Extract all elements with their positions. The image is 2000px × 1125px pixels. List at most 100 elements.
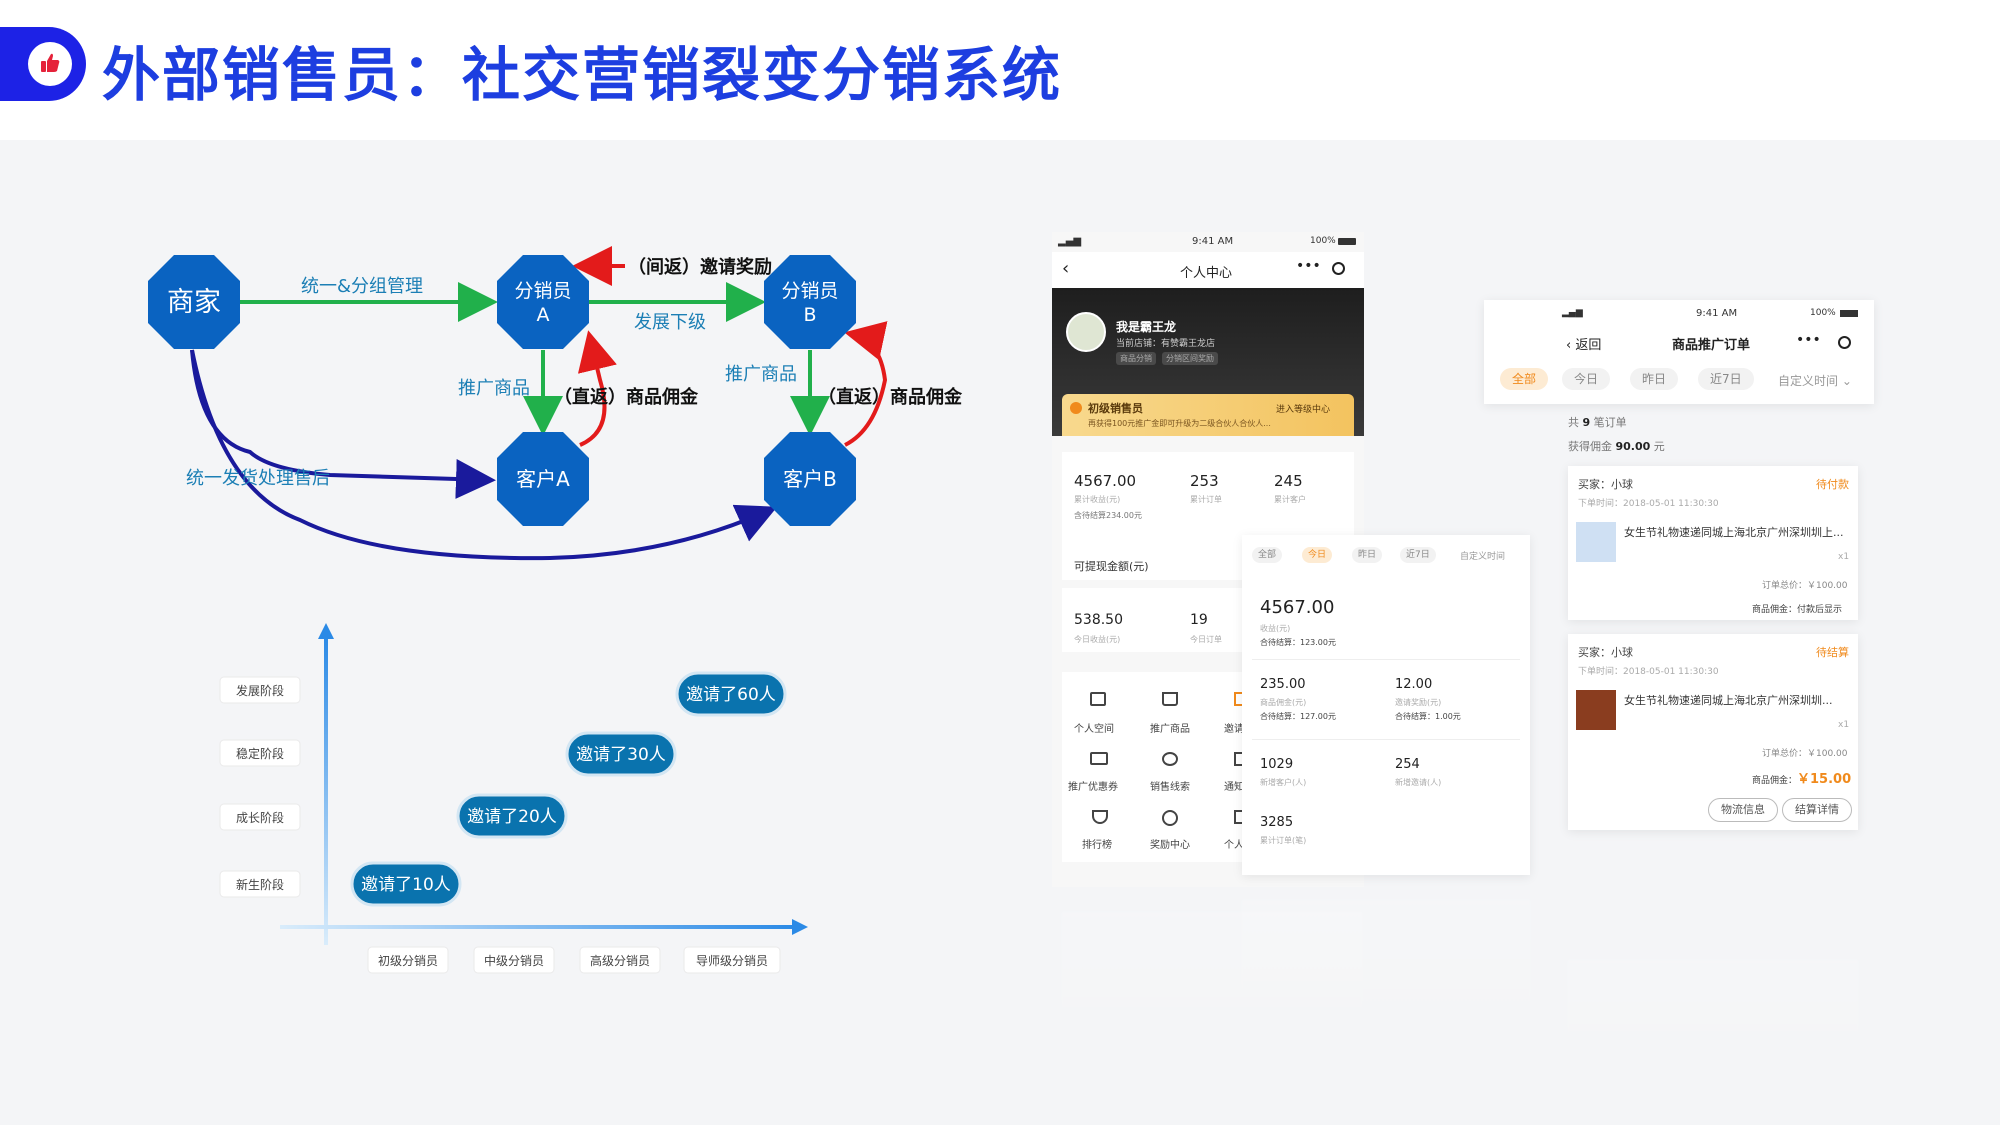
target-icon-2[interactable] xyxy=(1838,336,1851,349)
overlay-tab-custom[interactable]: 自定义时间 xyxy=(1460,552,1506,562)
svg-text:高级分销员: 高级分销员 xyxy=(590,953,650,968)
more-icon[interactable]: ••• xyxy=(1296,258,1321,274)
status-battery: 100% xyxy=(1310,236,1336,246)
earned-prefix: 获得佣金 xyxy=(1568,440,1612,453)
edge-commission-b xyxy=(844,321,888,447)
level-center-link[interactable]: 进入等级中心 xyxy=(1276,405,1331,415)
logistics-button[interactable]: 物流信息 xyxy=(1708,798,1778,822)
order2-commission-label: 商品佣金： xyxy=(1752,776,1798,786)
distribution-flow-diagram: 商家 分销员 A 分销员 B 客户A 客户B 统一&分组管理 发展下级 推广商品… xyxy=(148,246,963,561)
y-axis xyxy=(324,635,328,945)
menu-item-invite[interactable]: 邀请 xyxy=(1224,724,1244,735)
today-orders-value: 19 xyxy=(1190,612,1208,628)
svg-text:稳定阶段: 稳定阶段 xyxy=(236,746,284,761)
thumbs-up-icon xyxy=(41,53,60,72)
stat-orders-value: 253 xyxy=(1190,472,1219,490)
earned-value: 90.00 xyxy=(1615,440,1651,453)
level-desc: 再获得100元推广金即可升级为二级合伙人合伙人... xyxy=(1088,419,1271,428)
node-merchant-shape xyxy=(148,255,240,349)
order2-title[interactable]: 女生节礼物速递同城上海北京广州深圳圳... xyxy=(1624,694,1833,707)
label-promote-a: 推广商品 xyxy=(458,378,530,399)
y-label-develop: 发展阶段 xyxy=(219,676,301,704)
order2-thumb xyxy=(1576,690,1616,730)
overlay-commission-label: 商品佣金(元) xyxy=(1260,698,1307,707)
overlay-orders-value: 3285 xyxy=(1260,815,1294,830)
orders-tab-7days[interactable]: 近7日 xyxy=(1698,368,1754,390)
overlay-tab-all[interactable]: 全部 xyxy=(1252,547,1283,563)
stat-income-label: 累计收益(元) xyxy=(1074,495,1121,504)
menu-item-rank[interactable]: 排行榜 xyxy=(1082,840,1112,851)
y-axis-arrow xyxy=(318,623,334,639)
status-signal-2: ▂▄▆ xyxy=(1562,308,1583,318)
label-commission-a: （直返）商品佣金 xyxy=(554,386,699,408)
menu-item-reward[interactable]: 奖励中心 xyxy=(1150,840,1190,851)
badge-invite-60: 邀请了60人 xyxy=(675,671,787,717)
overlay-income-value: 4567.00 xyxy=(1260,597,1335,618)
menu-item-goods[interactable]: 推广商品 xyxy=(1150,724,1190,735)
menu-goods-icon xyxy=(1162,692,1178,706)
y-label-growth: 成长阶段 xyxy=(219,803,301,831)
today-income-value: 538.50 xyxy=(1074,612,1123,628)
order1-title[interactable]: 女生节礼物速递同城上海北京广州深圳圳上... xyxy=(1624,526,1844,539)
orders-tab-custom[interactable]: 自定义时间 ⌄ xyxy=(1778,374,1852,388)
nav-bar xyxy=(1052,252,1364,288)
avatar[interactable] xyxy=(1066,312,1106,352)
orders-count: 共 9 笔订单 xyxy=(1568,414,1627,430)
user-store: 当前店铺：有赞霸王龙店 xyxy=(1116,339,1216,349)
svg-text:邀请了20人: 邀请了20人 xyxy=(467,807,557,827)
more-icon-2[interactable]: ••• xyxy=(1796,332,1821,348)
user-tag-2: 分销区间奖励 xyxy=(1162,352,1218,365)
overlay-tab-7days[interactable]: 近7日 xyxy=(1400,547,1436,563)
status-time: 9:41 AM xyxy=(1192,236,1234,247)
overlay-newcust-label: 新增客户(人) xyxy=(1260,778,1307,787)
order2-qty: x1 xyxy=(1838,720,1850,730)
withdraw-label: 可提现金额(元) xyxy=(1074,560,1149,573)
stat-orders-label: 累计订单 xyxy=(1190,495,1222,504)
orders-tab-all[interactable]: 全部 xyxy=(1500,368,1549,390)
label-invite-reward: （间返）邀请奖励 xyxy=(628,256,772,278)
menu-item-space[interactable]: 个人空间 xyxy=(1074,724,1114,735)
menu-item-personal[interactable]: 个人 xyxy=(1224,840,1244,851)
overlay-income-panel: 全部 今日 昨日 近7日 自定义时间 4567.00 收益(元) 合待结算：12… xyxy=(1242,535,1530,875)
back-icon[interactable]: ‹ xyxy=(1062,258,1070,279)
overlay-tab-yesterday[interactable]: 昨日 xyxy=(1352,547,1383,563)
order2-commission: 商品佣金：￥15.00 xyxy=(1752,768,1851,787)
overlay-tab-today[interactable]: 今日 xyxy=(1302,547,1333,563)
nav-title: 个人中心 xyxy=(1180,266,1233,281)
orders-tab-custom-label: 自定义时间 xyxy=(1778,374,1839,388)
svg-text:成长阶段: 成长阶段 xyxy=(236,810,284,825)
y-label-newborn: 新生阶段 xyxy=(219,870,301,898)
svg-text:中级分销员: 中级分销员 xyxy=(484,953,544,968)
order-card-2[interactable]: 买家：小球 待结算 下单时间：2018-05-01 11:30:30 女生节礼物… xyxy=(1568,634,1858,830)
user-tag-1: 商品分销 xyxy=(1116,352,1156,365)
settlement-detail-button[interactable]: 结算详情 xyxy=(1782,798,1852,822)
overlay-income-sub: 合待结算：123.00元 xyxy=(1260,638,1336,647)
page-title: 外部销售员：社交营销裂变分销系统 xyxy=(102,41,1063,109)
label-promote-b: 推广商品 xyxy=(725,364,797,385)
target-icon[interactable] xyxy=(1332,262,1345,275)
menu-item-leads[interactable]: 销售线索 xyxy=(1150,782,1190,793)
x-axis xyxy=(280,925,796,929)
overlay-commission-value: 235.00 xyxy=(1260,677,1306,692)
orders-tab-today[interactable]: 今日 xyxy=(1562,368,1611,390)
order-card-1[interactable]: 买家：小球 待付款 下单时间：2018-05-01 11:30:30 女生节礼物… xyxy=(1568,466,1858,620)
menu-leads-icon xyxy=(1162,752,1178,766)
overlay-income-label: 收益(元) xyxy=(1260,624,1291,633)
order2-time: 下单时间：2018-05-01 11:30:30 xyxy=(1578,667,1719,677)
edge-commission-a xyxy=(577,330,617,447)
order1-commission-label: 商品佣金： xyxy=(1752,605,1798,615)
svg-text:新生阶段: 新生阶段 xyxy=(236,877,284,892)
status-battery-2: 100% xyxy=(1810,308,1836,318)
overlay-divider-1 xyxy=(1252,659,1520,660)
orders-tab-yesterday[interactable]: 昨日 xyxy=(1630,368,1679,390)
menu-item-coupon[interactable]: 推广优惠券 xyxy=(1068,782,1118,793)
back-link[interactable]: ‹ 返回 xyxy=(1566,338,1602,353)
menu-reward-icon xyxy=(1162,810,1178,826)
badge-invite-20: 邀请了20人 xyxy=(456,793,568,839)
status-signal: ▂▄▆ xyxy=(1058,236,1082,247)
orders-earned: 获得佣金 90.00 元 xyxy=(1568,438,1665,454)
stat-customers-value: 245 xyxy=(1274,472,1303,490)
order2-total: 订单总价：￥100.00 xyxy=(1762,749,1848,759)
node-cust-b-shape xyxy=(764,432,856,526)
menu-item-notice[interactable]: 通知 xyxy=(1224,782,1244,793)
